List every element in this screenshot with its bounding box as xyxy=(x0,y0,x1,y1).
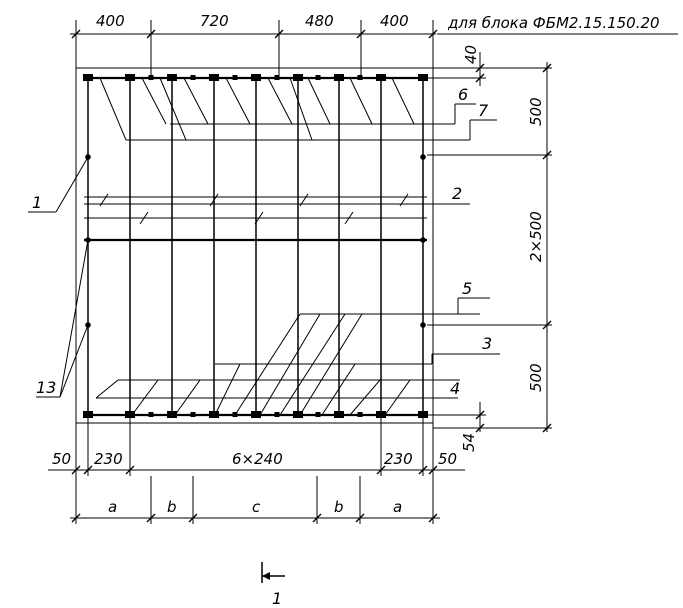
section-number: 1 xyxy=(272,589,282,608)
top-link-3 xyxy=(183,77,209,125)
bottom-dimension-chain-spacing: 50 230 6×240 230 50 xyxy=(48,417,465,476)
block-title: для блока ФБМ2.15.150.20 xyxy=(447,14,660,32)
inclined-links xyxy=(95,77,440,416)
svg-text:6: 6 xyxy=(458,85,468,104)
right-dim-2x500: 2×500 xyxy=(527,211,545,262)
anchor-dot-4 xyxy=(420,154,426,160)
svg-text:5: 5 xyxy=(462,279,472,298)
right-dim-500-bottom: 500 xyxy=(527,363,545,392)
bottom-rebar-end-3 xyxy=(167,411,177,418)
bottom-dim-50-left: 50 xyxy=(52,450,71,468)
callout-4: 4 xyxy=(427,379,460,399)
vertical-rebars xyxy=(87,78,424,415)
bottom-dimension-chain-zones: a b c b a xyxy=(70,476,440,524)
top-small-end-3 xyxy=(232,75,238,80)
bottom-rebar-end-5 xyxy=(251,411,261,418)
callout-1: 1 xyxy=(28,156,89,213)
top-rebar-end-1 xyxy=(83,74,93,81)
top-dim-3: 480 xyxy=(305,12,334,30)
svg-text:13: 13 xyxy=(36,378,56,397)
callout-6: 6 xyxy=(170,85,476,125)
bottom-rebar-end-7 xyxy=(334,411,344,418)
top-link-9 xyxy=(159,77,187,141)
top-link-7 xyxy=(349,77,373,125)
top-small-end-4 xyxy=(274,75,280,80)
top-small-end-5 xyxy=(315,75,321,80)
bottom-dim-50-right: 50 xyxy=(438,450,457,468)
callout-2: 2 xyxy=(84,184,470,205)
section-mark: 1 xyxy=(261,562,285,608)
mid-tick-2 xyxy=(139,211,149,225)
top-link-8 xyxy=(391,77,415,125)
bottom-rebar-end-2 xyxy=(125,411,135,418)
top-rebar-end-2 xyxy=(125,74,135,81)
right-dim-500-top: 500 xyxy=(527,97,545,126)
bottom-link-4 xyxy=(214,363,241,416)
bottom-small-end-6 xyxy=(357,412,363,417)
anchor-dot-6 xyxy=(420,322,426,328)
top-link-4 xyxy=(225,77,251,125)
svg-text:4: 4 xyxy=(450,379,460,398)
bottom-small-end-1 xyxy=(148,412,154,417)
zone-label-a-left: a xyxy=(108,498,117,516)
callout-5: 5 xyxy=(300,279,490,315)
bottom-rebar-end-9 xyxy=(418,411,428,418)
zone-label-c: c xyxy=(252,498,261,516)
bottom-small-end-4 xyxy=(274,412,280,417)
svg-text:2: 2 xyxy=(452,184,462,203)
bottom-dim-230-right: 230 xyxy=(384,450,413,468)
top-small-end-2 xyxy=(190,75,196,80)
top-rebar-end-3 xyxy=(167,74,177,81)
top-rebar-end-9 xyxy=(418,74,428,81)
top-rebar-end-4 xyxy=(209,74,219,81)
callout-7: 7 xyxy=(126,101,497,141)
top-rebar-end-8 xyxy=(376,74,386,81)
bottom-link-9 xyxy=(321,363,356,416)
top-link-1 xyxy=(99,77,127,141)
top-dim-1: 400 xyxy=(96,12,125,30)
top-dimension-chain: 400 720 480 400 xyxy=(70,12,438,78)
top-link-6 xyxy=(307,77,331,125)
zone-label-a-right: a xyxy=(393,498,402,516)
bottom-small-end-5 xyxy=(315,412,321,417)
svg-text:7: 7 xyxy=(478,101,489,120)
bottom-rebar-end-1 xyxy=(83,411,93,418)
zone-label-b-left: b xyxy=(167,498,177,516)
block-outline xyxy=(75,67,434,424)
mid-tick-4 xyxy=(254,211,264,225)
bottom-dim-6x240: 6×240 xyxy=(232,450,283,468)
rebar-ends xyxy=(83,74,428,418)
svg-text:1: 1 xyxy=(32,193,42,212)
bottom-rebar-end-8 xyxy=(376,411,386,418)
bottom-dim-230-left: 230 xyxy=(94,450,123,468)
svg-text:3: 3 xyxy=(482,334,492,353)
top-link-10 xyxy=(289,77,313,141)
callout-13: 13 xyxy=(36,239,89,398)
top-rebar-end-7 xyxy=(334,74,344,81)
anchor-dot-5 xyxy=(420,237,426,243)
bottom-link-1 xyxy=(95,379,119,399)
top-rebar-end-6 xyxy=(293,74,303,81)
right-dim-40: 40 xyxy=(462,45,480,64)
right-dimension-chain: 40 500 2×500 500 54 xyxy=(427,45,552,452)
top-rebar-end-5 xyxy=(251,74,261,81)
top-dim-2: 720 xyxy=(200,12,229,30)
right-dim-54: 54 xyxy=(460,433,478,452)
top-dim-4: 400 xyxy=(380,12,409,30)
bottom-small-end-2 xyxy=(190,412,196,417)
bottom-rebar-end-6 xyxy=(293,411,303,418)
zone-label-b-right: b xyxy=(334,498,344,516)
top-link-5 xyxy=(267,77,293,125)
callout-3: 3 xyxy=(215,334,500,365)
top-link-2 xyxy=(141,77,167,125)
mid-tick-6 xyxy=(344,211,354,225)
bottom-rebar-end-4 xyxy=(209,411,219,418)
top-small-end-6 xyxy=(357,75,363,80)
